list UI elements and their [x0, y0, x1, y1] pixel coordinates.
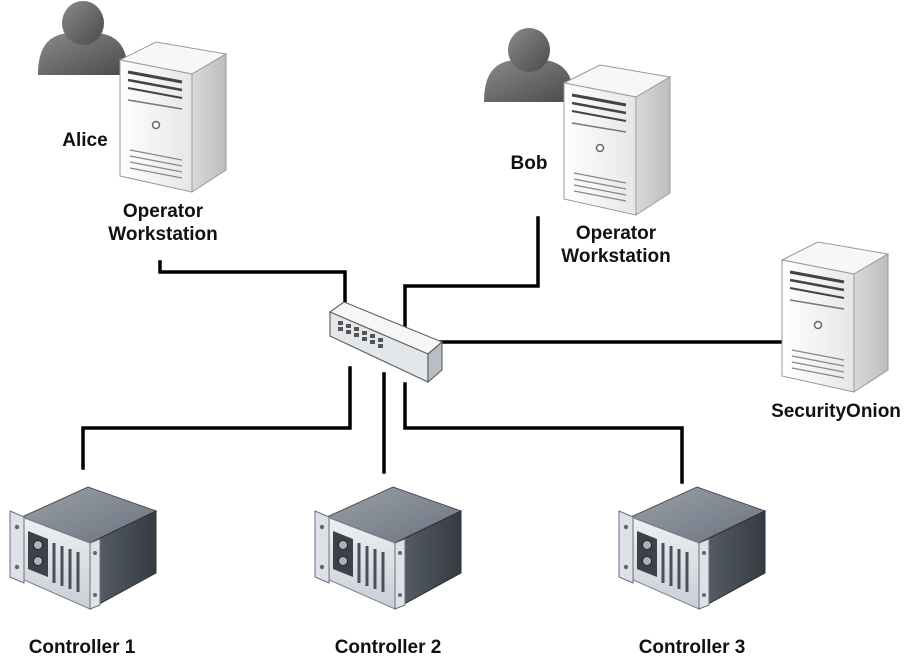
- link-bob-switch: [403, 216, 540, 344]
- network-switch-icon: [329, 301, 443, 383]
- alice-role-line1: Operator: [122, 201, 204, 222]
- security-onion-node: [780, 240, 890, 394]
- link-alice-switch: [158, 260, 347, 310]
- alice-node: [38, 1, 228, 194]
- controller-2-label: Controller 2: [334, 637, 442, 658]
- link-switch-controller-3: [403, 382, 684, 484]
- bob-role-line2: Workstation: [561, 246, 671, 267]
- alice-role-label: Operator Workstation: [93, 200, 233, 246]
- bob-label: Bob: [510, 153, 548, 174]
- controller-1-label: Controller 1: [28, 637, 136, 658]
- controller-2-icon: [313, 485, 463, 611]
- security-onion-server-icon: [780, 240, 890, 394]
- controller-1-icon: [8, 485, 158, 611]
- alice-label: Alice: [62, 130, 108, 151]
- bob-role-line1: Operator: [575, 223, 657, 244]
- alice-workstation-icon: [118, 40, 228, 194]
- controller-3-icon: [617, 485, 767, 611]
- security-onion-label: SecurityOnion: [771, 401, 901, 422]
- alice-role-line2: Workstation: [108, 224, 218, 245]
- bob-role-label: Operator Workstation: [546, 222, 686, 268]
- bob-node: [484, 28, 672, 217]
- bob-workstation-icon: [562, 63, 672, 217]
- link-switch-controller-1: [81, 366, 352, 470]
- bob-user-icon: [484, 28, 574, 102]
- alice-user-icon: [38, 1, 128, 75]
- controller-3-label: Controller 3: [638, 637, 746, 658]
